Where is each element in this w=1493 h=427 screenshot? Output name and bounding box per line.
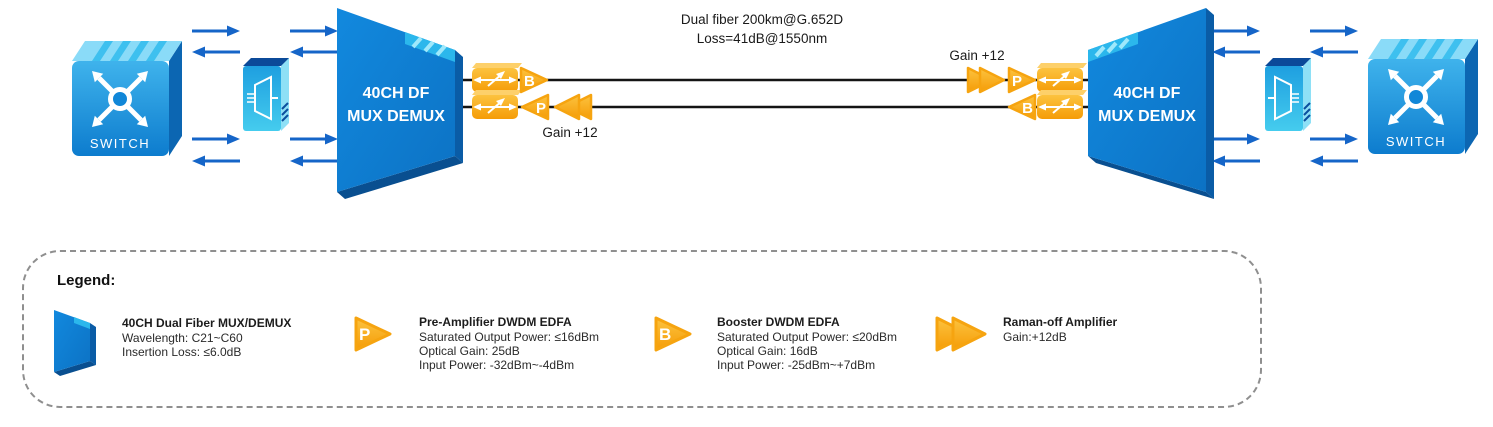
legend-item-title: 40CH Dual Fiber MUX/DEMUX (122, 316, 292, 330)
gain-label-top-right: Gain +12 (949, 48, 1004, 63)
arrow-left-icon (1308, 154, 1360, 168)
voa-attenuator-icon (1036, 89, 1088, 120)
switch-icon (92, 71, 148, 127)
legend-item-line: Input Power: -32dBm~-4dBm (419, 358, 575, 372)
switch-left-label: SWITCH (90, 136, 150, 151)
legend-item-mux-demux: 40CH Dual Fiber MUX/DEMUX Wavelength: C2… (54, 310, 291, 376)
arrow-right-icon (1308, 24, 1360, 38)
gain-label-bottom-left: Gain +12 (542, 125, 597, 140)
fiber-span-label-line2: Loss=41dB@1550nm (697, 31, 827, 46)
mux-symbol-icon (247, 75, 278, 121)
switch-icon (1388, 69, 1444, 125)
dwdm-link-diagram: SWITCH 40CH DF MUX DEMUX (72, 8, 1478, 199)
arrow-right-icon (1308, 132, 1360, 146)
preamp-right-letter: P (1012, 73, 1022, 90)
arrow-left-icon (1210, 154, 1262, 168)
legend-item-line: Wavelength: C21~C60 (122, 331, 243, 345)
voa-attenuator-icon (1036, 62, 1088, 93)
booster-letter: B (659, 325, 671, 344)
mux-right-label-line1: 40CH DF (1114, 85, 1181, 102)
legend-item-preamp: P Pre-Amplifier DWDM EDFA Saturated Outp… (354, 315, 599, 372)
legend-item-title: Booster DWDM EDFA (717, 315, 840, 329)
mux-left-label-line2: MUX DEMUX (347, 108, 445, 125)
switch-right: SWITCH (1368, 39, 1478, 154)
arrow-right-icon (288, 24, 340, 38)
arrow-right-icon (190, 132, 242, 146)
arrow-left-icon (190, 154, 242, 168)
preamp-letter: P (359, 325, 370, 344)
booster-amp-right: B (1007, 93, 1037, 121)
booster-right-letter: B (1022, 100, 1033, 117)
legend-item-raman: Raman-off Amplifier Gain:+12dB (935, 315, 1117, 353)
mux-symbol-icon (1268, 75, 1299, 121)
booster-icon: B (654, 316, 692, 352)
legend-item-line: Optical Gain: 16dB (717, 344, 818, 358)
preamp-left: P (520, 93, 550, 121)
raman-amp-right-icon (966, 66, 1006, 94)
legend-item-line: Input Power: -25dBm~+7dBm (717, 358, 876, 372)
voa-attenuator-icon (471, 89, 523, 120)
raman-amp-left-icon (553, 93, 593, 121)
switch-right-label: SWITCH (1386, 134, 1446, 149)
arrow-left-icon (1308, 45, 1360, 59)
booster-amp-left: B (519, 66, 549, 94)
mux-demux-left (337, 8, 463, 199)
legend-item-line: Optical Gain: 25dB (419, 344, 520, 358)
voa-attenuator-icon (471, 62, 523, 93)
mux-left-label-line1: 40CH DF (363, 85, 430, 102)
arrow-left-icon (288, 154, 340, 168)
switch-left: SWITCH (72, 41, 182, 156)
transceiver-left (243, 58, 289, 131)
preamp-right: P (1007, 66, 1037, 94)
raman-amplifier-icon (935, 316, 987, 352)
legend-item-line: Insertion Loss: ≤6.0dB (122, 345, 242, 359)
arrow-right-icon (1210, 24, 1262, 38)
legend-title: Legend: (57, 272, 116, 289)
arrow-right-icon (1210, 132, 1262, 146)
arrow-left-icon (190, 45, 242, 59)
arrow-right-icon (288, 132, 340, 146)
legend-item-line: Saturated Output Power: ≤16dBm (419, 330, 600, 344)
preamp-icon: P (354, 316, 392, 352)
legend-panel: Legend: 40CH Dual Fiber MUX/DEMUX Wavele… (22, 250, 1262, 408)
fiber-span-label-line1: Dual fiber 200km@G.652D (681, 12, 844, 27)
legend-item-booster: B Booster DWDM EDFA Saturated Output Pow… (654, 315, 897, 372)
preamp-left-letter: P (536, 100, 546, 117)
mux-right-label-line2: MUX DEMUX (1098, 108, 1196, 125)
arrow-right-icon (190, 24, 242, 38)
legend-item-title: Raman-off Amplifier (1003, 315, 1118, 329)
legend-item-line: Gain:+12dB (1003, 330, 1067, 344)
arrow-left-icon (288, 45, 340, 59)
transceiver-right (1265, 58, 1311, 131)
legend-item-title: Pre-Amplifier DWDM EDFA (419, 315, 572, 329)
legend-item-line: Saturated Output Power: ≤20dBm (717, 330, 898, 344)
booster-left-letter: B (524, 73, 535, 90)
mux-demux-right (1088, 8, 1214, 199)
arrow-left-icon (1210, 45, 1262, 59)
mux-demux-icon (54, 310, 96, 376)
